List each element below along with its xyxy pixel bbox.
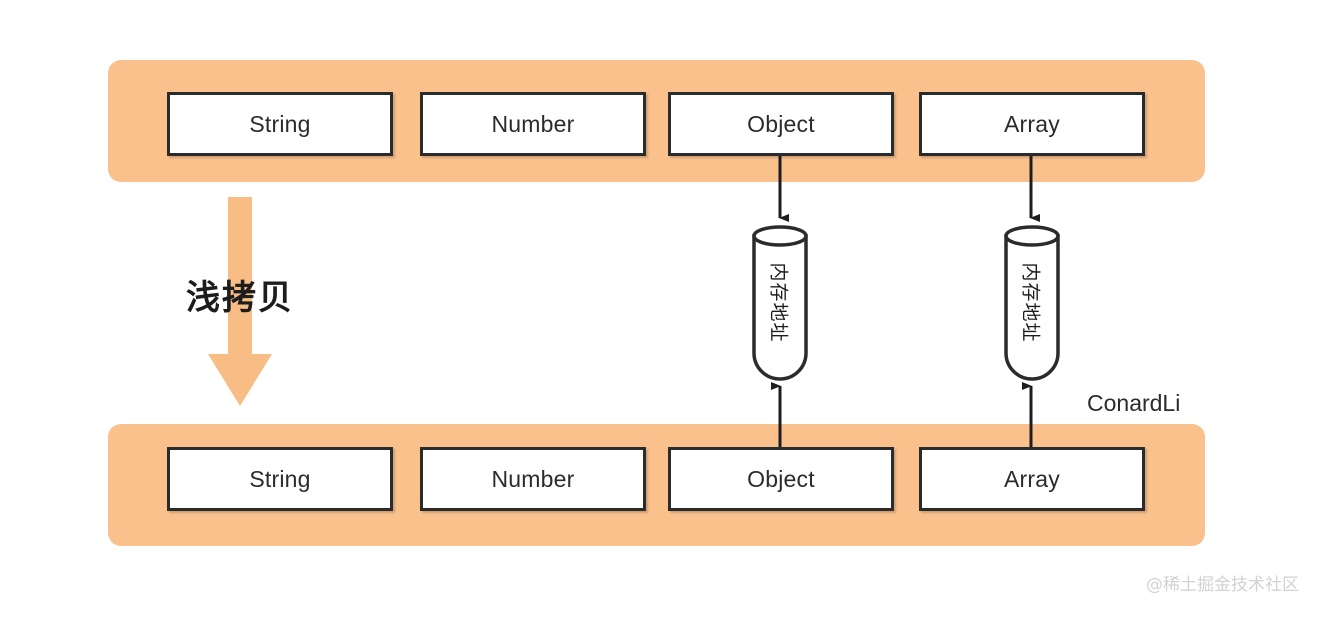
source-box-string: String bbox=[167, 92, 393, 156]
source-box-object-label: Object bbox=[747, 110, 815, 137]
target-box-object: Object bbox=[668, 447, 894, 511]
target-box-array: Array bbox=[919, 447, 1145, 511]
target-box-object-label: Object bbox=[747, 465, 815, 492]
source-box-array-label: Array bbox=[1004, 110, 1060, 137]
shallow-copy-label: 浅拷贝 bbox=[186, 278, 294, 318]
source-box-number: Number bbox=[420, 92, 646, 156]
source-box-object: Object bbox=[668, 92, 894, 156]
memory-address-label-array: 内存地址 bbox=[1019, 261, 1042, 343]
memory-address-node-array: 内存地址 bbox=[1003, 222, 1061, 382]
target-box-string-label: String bbox=[249, 465, 311, 492]
memory-address-label-object: 内存地址 bbox=[767, 261, 790, 343]
author-credit: ConardLi bbox=[1087, 390, 1181, 416]
source-box-array: Array bbox=[919, 92, 1145, 156]
target-box-string: String bbox=[167, 447, 393, 511]
memory-address-node-object: 内存地址 bbox=[751, 222, 809, 382]
target-box-number-label: Number bbox=[491, 465, 575, 492]
memory-address-label-wrap: 内存地址 bbox=[1003, 222, 1061, 382]
shallow-copy-arrow bbox=[207, 197, 273, 407]
memory-address-label-wrap: 内存地址 bbox=[751, 222, 809, 382]
target-box-array-label: Array bbox=[1004, 465, 1060, 492]
site-watermark: @稀土掘金技术社区 bbox=[1146, 575, 1299, 595]
target-box-number: Number bbox=[420, 447, 646, 511]
source-box-number-label: Number bbox=[491, 110, 575, 137]
source-box-string-label: String bbox=[249, 110, 311, 137]
